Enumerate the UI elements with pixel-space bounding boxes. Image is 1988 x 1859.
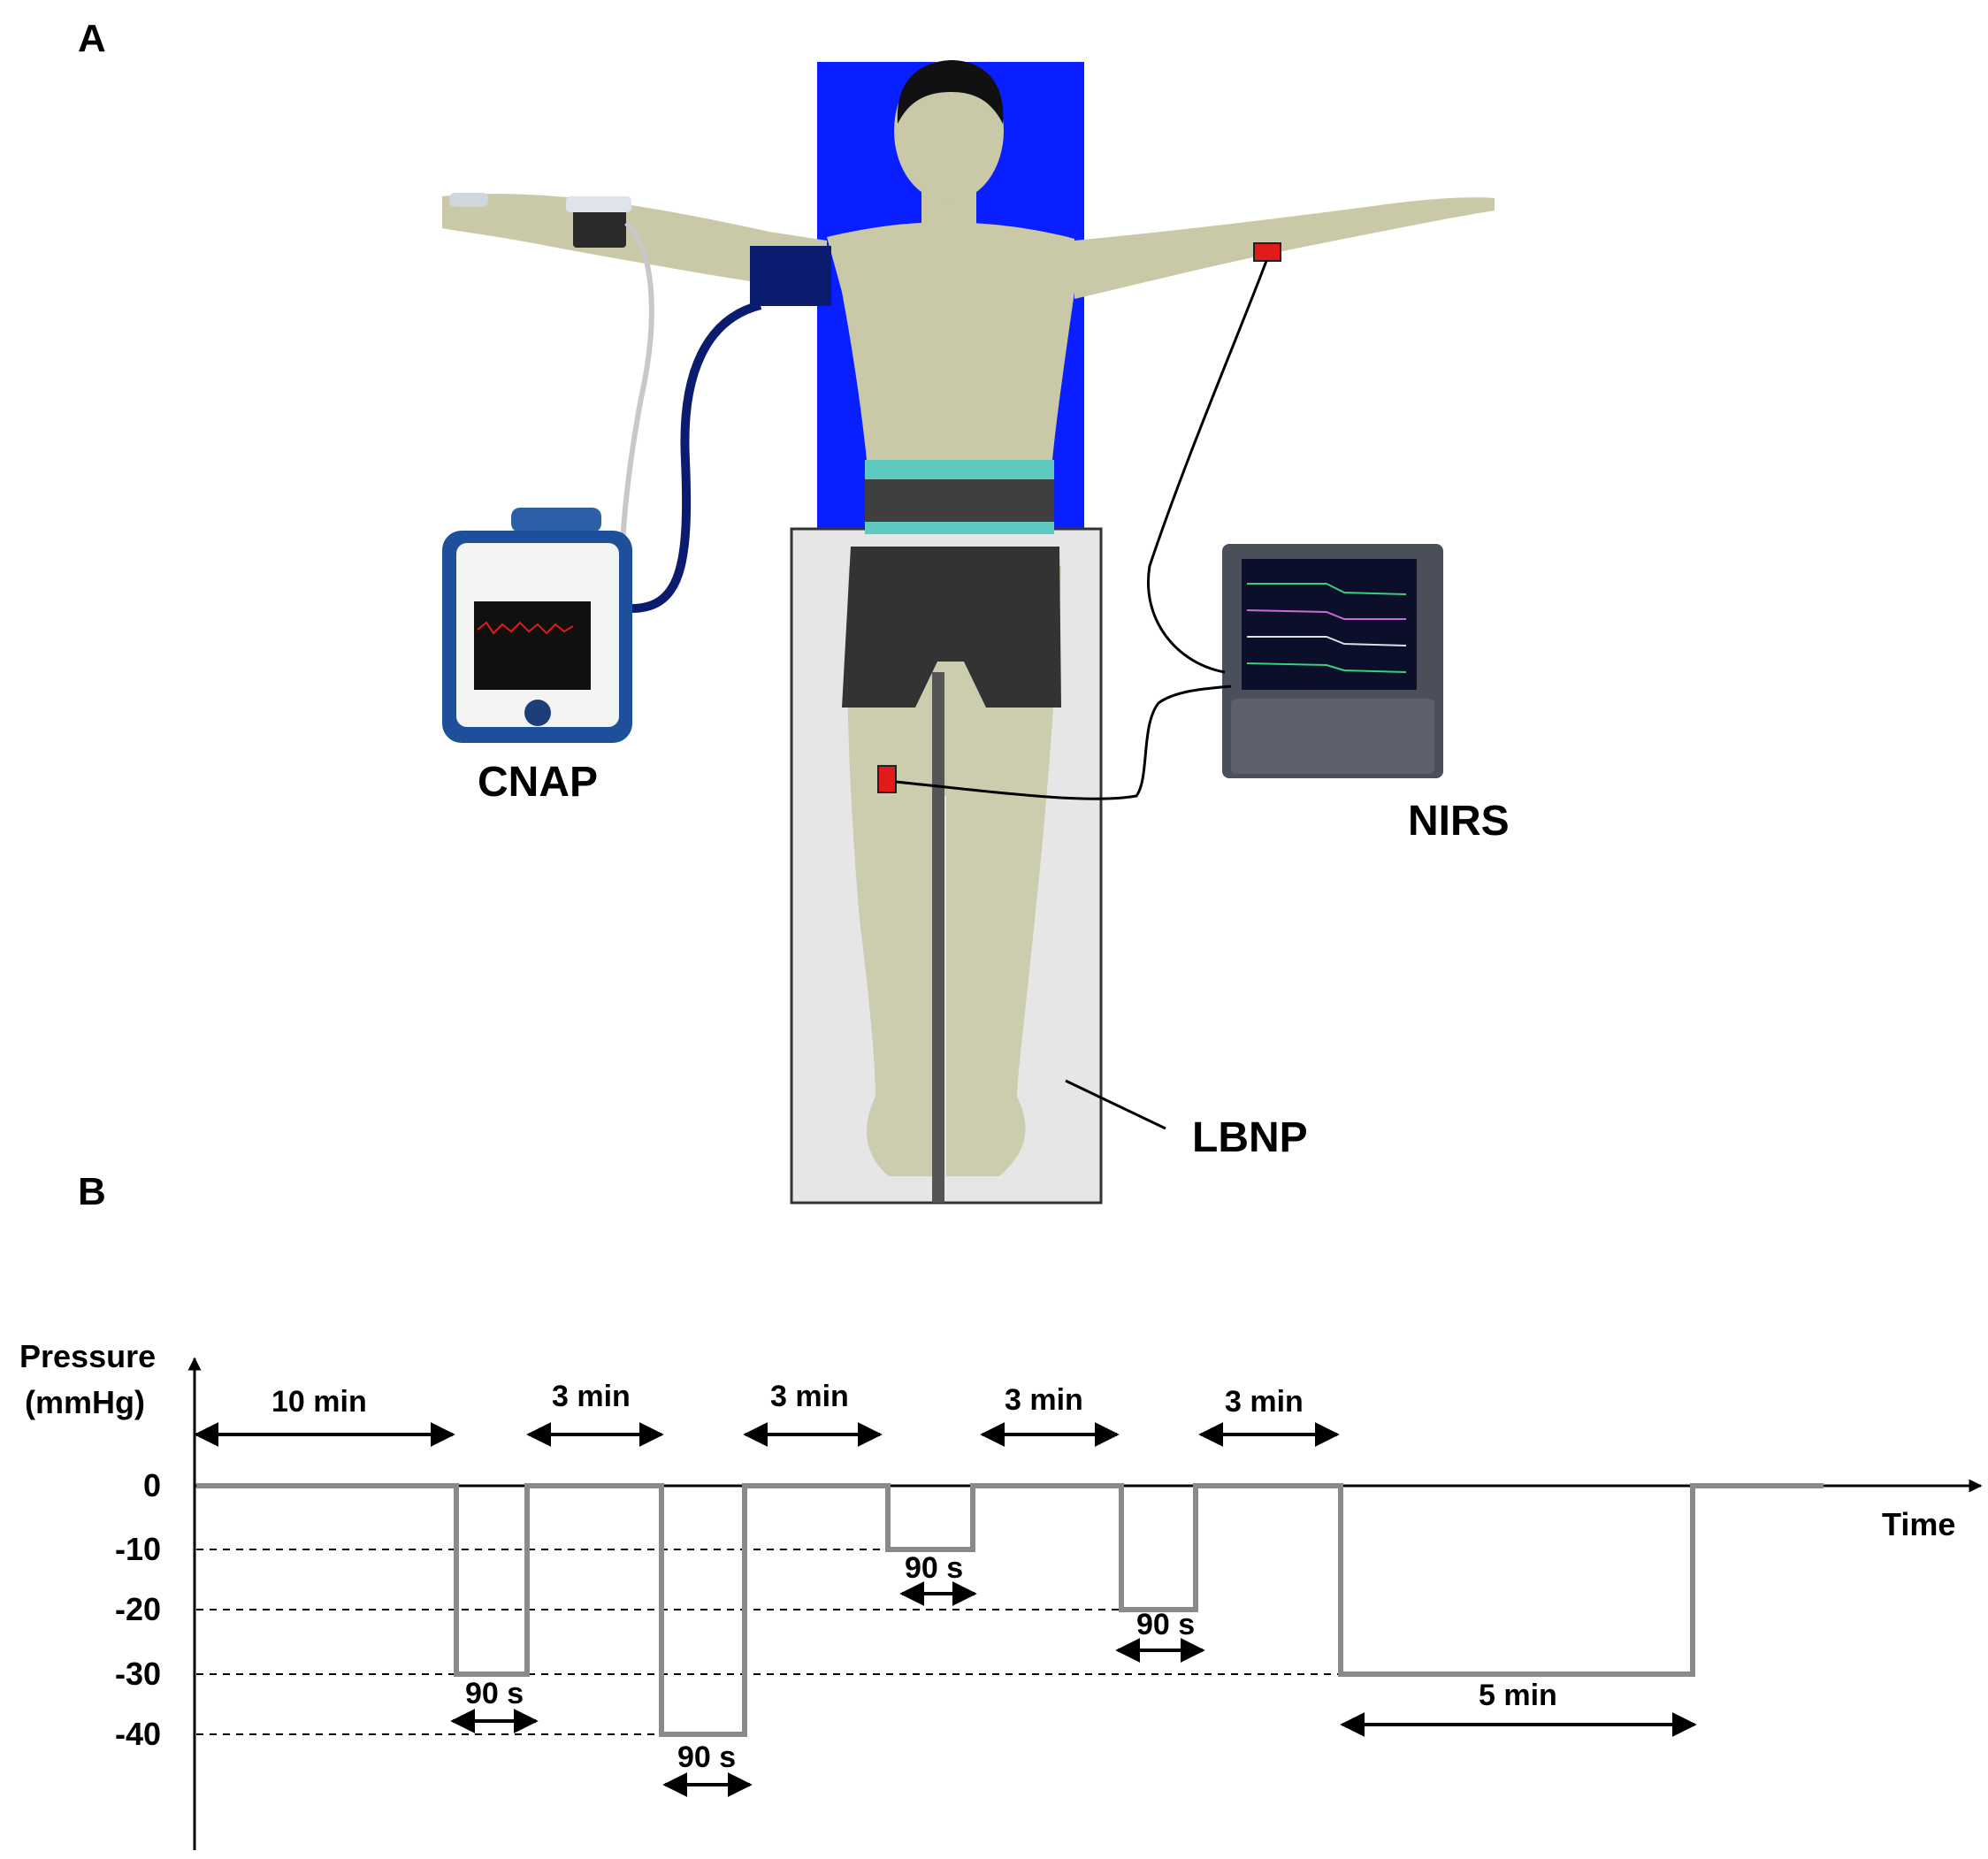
torso — [827, 222, 1074, 532]
nirs-trace-1 — [1247, 583, 1407, 595]
step3-duration-label: 90 s — [905, 1551, 963, 1585]
y-tick-label: 0 — [143, 1467, 161, 1503]
nirs-screen — [1242, 559, 1417, 690]
y-axis-label-line2: (mmHg) — [25, 1384, 145, 1420]
panel-b: B Pressure (mmHg) Time 0 -10 -20 -30 -40 10 … — [19, 1170, 1983, 1850]
cnap-device — [442, 508, 632, 743]
lbnp-pole — [932, 672, 944, 1203]
step2-duration-label: 90 s — [677, 1740, 736, 1774]
nirs-probe-arm — [1253, 242, 1281, 262]
waist-band-lower — [865, 522, 1054, 534]
nirs-trace-4 — [1246, 662, 1407, 673]
guide-line-group — [196, 1549, 1341, 1735]
nirs-probe-thigh — [877, 765, 897, 793]
shorts — [842, 547, 1061, 708]
panel-b-label: B — [78, 1170, 106, 1213]
baseline-duration-label: 10 min — [271, 1385, 367, 1419]
y-tick-label: -30 — [115, 1656, 161, 1692]
panel-a: A — [78, 17, 1510, 1205]
panel-a-label: A — [78, 17, 106, 60]
nirs-cable-thigh — [895, 685, 1232, 800]
finger-sensor-clip — [566, 196, 631, 212]
x-axis-label: Time — [1882, 1506, 1955, 1542]
final-duration-label: 5 min — [1479, 1679, 1557, 1712]
pressure-trace — [196, 1483, 1824, 1737]
y-tick-group: 0 -10 -20 -30 -40 — [115, 1467, 161, 1752]
rest2-duration-label: 3 min — [770, 1380, 849, 1413]
hair — [897, 60, 1004, 124]
nirs-cable-arm — [1147, 260, 1268, 674]
cuff-hose — [627, 301, 762, 614]
nirs-trace-3 — [1247, 636, 1407, 646]
step4-duration-label: 90 s — [1136, 1608, 1195, 1641]
human-figure — [442, 60, 1495, 1203]
nirs-trace-2 — [1246, 609, 1406, 620]
finger-sensor-cable — [619, 220, 654, 585]
right-arm — [1074, 197, 1495, 299]
cnap-screen — [474, 601, 591, 690]
nirs-device — [1222, 544, 1443, 778]
rest1-duration-label: 3 min — [552, 1380, 631, 1413]
cnap-handle — [511, 508, 601, 532]
cnap-label: CNAP — [478, 759, 598, 806]
finger-tip-cap — [449, 193, 488, 207]
blood-pressure-cuff — [750, 246, 831, 306]
y-tick-label: -20 — [115, 1591, 161, 1627]
step1-duration-label: 90 s — [465, 1677, 524, 1710]
waist-band — [865, 460, 1054, 479]
rest3-duration-label: 3 min — [1005, 1383, 1083, 1417]
y-tick-label: -10 — [115, 1531, 161, 1567]
lbnp-label: LBNP — [1192, 1114, 1308, 1161]
left-arm — [442, 194, 827, 292]
nirs-base — [1231, 699, 1434, 774]
rest4-duration-label: 3 min — [1225, 1385, 1304, 1419]
finger-sensor — [573, 205, 626, 248]
legs — [847, 566, 1061, 1176]
waist-seal — [865, 479, 1054, 522]
y-axis-label-line1: Pressure — [19, 1338, 156, 1374]
lbnp-callout-line — [1065, 1079, 1166, 1130]
nirs-label: NIRS — [1408, 798, 1510, 845]
cnap-knob — [524, 700, 551, 726]
y-tick-label: -40 — [115, 1716, 161, 1752]
cnap-waveform — [477, 621, 574, 635]
